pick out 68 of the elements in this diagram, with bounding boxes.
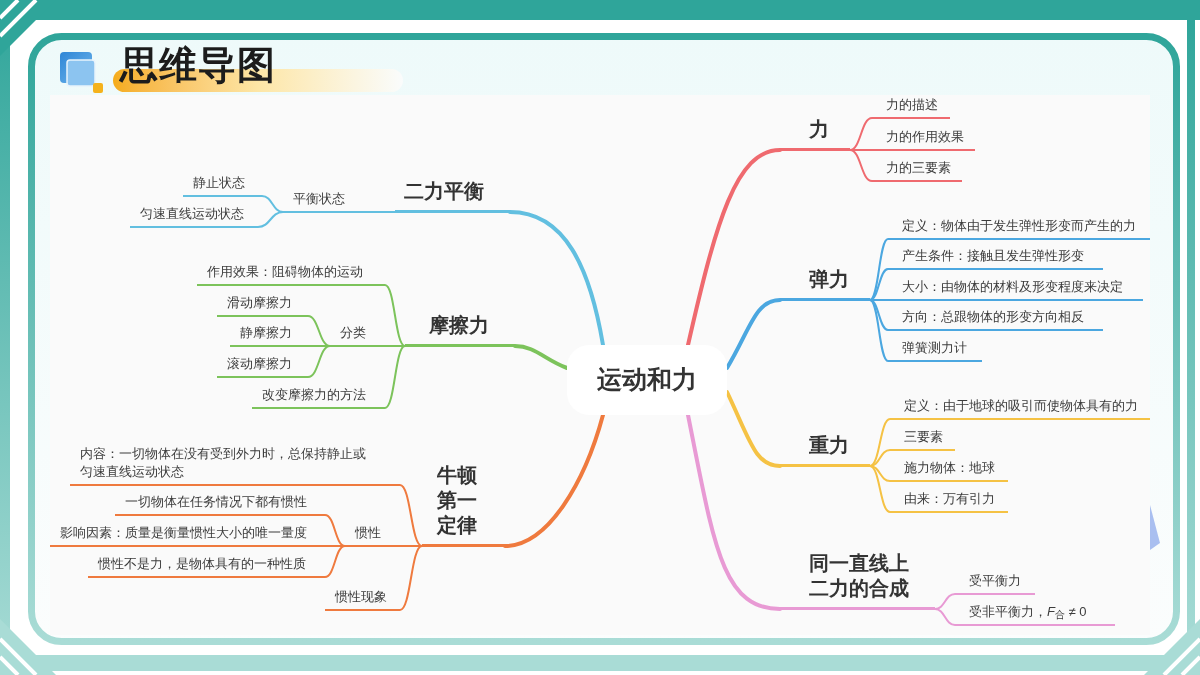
branch-line	[869, 299, 889, 362]
branch-line	[384, 284, 406, 347]
branch-line	[686, 413, 782, 611]
subtopic: 静止状态	[183, 174, 262, 197]
branch-line	[307, 315, 331, 347]
branch-line	[329, 545, 346, 547]
branch-line	[849, 149, 873, 182]
subtopic: 滑动摩擦力	[217, 294, 308, 317]
subtopic: 弹簧测力计	[888, 339, 982, 362]
subtopic: 施力物体：地球	[890, 459, 1008, 482]
branch-line	[686, 148, 782, 347]
branch-line	[513, 344, 569, 370]
branch-line	[324, 514, 346, 547]
branch-line	[399, 484, 423, 547]
branch-topic: 牛顿第一定律	[422, 463, 505, 547]
subtopic: 静摩擦力	[230, 324, 320, 347]
subtopic: 力的描述	[872, 96, 950, 119]
subtopic: 受平衡力	[955, 572, 1035, 595]
branch-line	[869, 465, 891, 513]
subtopic: 方向：总跟物体的形变方向相反	[888, 308, 1103, 331]
subtopic: 内容：一切物体在没有受到外力时，总保持静止或匀速直线运动状态	[70, 445, 400, 486]
subtopic: 惯性现象	[325, 588, 400, 611]
subtopic: 平衡状态	[283, 190, 365, 213]
subtopic: 产生条件：接触且发生弹性形变	[888, 247, 1103, 270]
branch-line	[869, 268, 889, 301]
subtopic: 滚动摩擦力	[217, 355, 308, 378]
central-topic: 运动和力	[567, 345, 727, 415]
subtopic: 定义：由于地球的吸引而使物体具有的力	[890, 397, 1150, 420]
subtopic: 三要素	[890, 428, 955, 451]
branch-line	[849, 117, 873, 151]
branch-topic: 弹力	[780, 267, 870, 301]
branch-line	[725, 298, 782, 370]
subtopic: 改变摩擦力的方法	[252, 386, 385, 409]
branch-line	[257, 211, 284, 228]
branch-line	[307, 345, 331, 378]
branch-topic: 同一直线上二力的合成	[780, 551, 935, 610]
branch-topic: 力	[780, 117, 850, 151]
subtopic: 由来：万有引力	[890, 490, 1008, 513]
subtopic: 力的三要素	[872, 159, 962, 182]
subtopic: 匀速直线运动状态	[130, 205, 258, 228]
subtopic: 作用效果：阻碍物体的运动	[197, 263, 385, 286]
branch-line	[508, 210, 605, 347]
branch-line	[503, 413, 605, 548]
subtopic: 一切物体在任务情况下都有惯性	[115, 493, 325, 516]
branch-topic: 二力平衡	[395, 179, 510, 213]
branch-line	[324, 545, 346, 578]
subtopic: 分类	[330, 324, 385, 347]
branch-line	[725, 390, 782, 468]
branch-line	[869, 418, 891, 467]
branch-line	[399, 545, 423, 611]
branch-topic: 重力	[780, 433, 870, 467]
branch-line	[869, 299, 889, 331]
subtopic: 惯性不是力，是物体具有的一种性质	[88, 555, 325, 578]
branch-line	[364, 211, 396, 213]
branch-line	[399, 545, 423, 547]
branch-line	[869, 299, 889, 301]
branch-line	[869, 449, 891, 467]
subtopic: 力的作用效果	[872, 128, 975, 151]
branch-line	[384, 345, 406, 409]
branch-line	[869, 465, 891, 482]
subtopic: 定义：物体由于发生弹性形变而产生的力	[888, 217, 1150, 240]
subtopic: 影响因素：质量是衡量惯性大小的唯一量度	[50, 524, 330, 547]
subtopic: 大小：由物体的材料及形变程度来决定	[888, 278, 1143, 301]
branch-line	[384, 345, 406, 347]
branch-line	[849, 149, 873, 151]
subtopic: 惯性	[345, 524, 400, 547]
branch-topic: 摩擦力	[405, 313, 515, 347]
branch-line	[319, 345, 331, 347]
